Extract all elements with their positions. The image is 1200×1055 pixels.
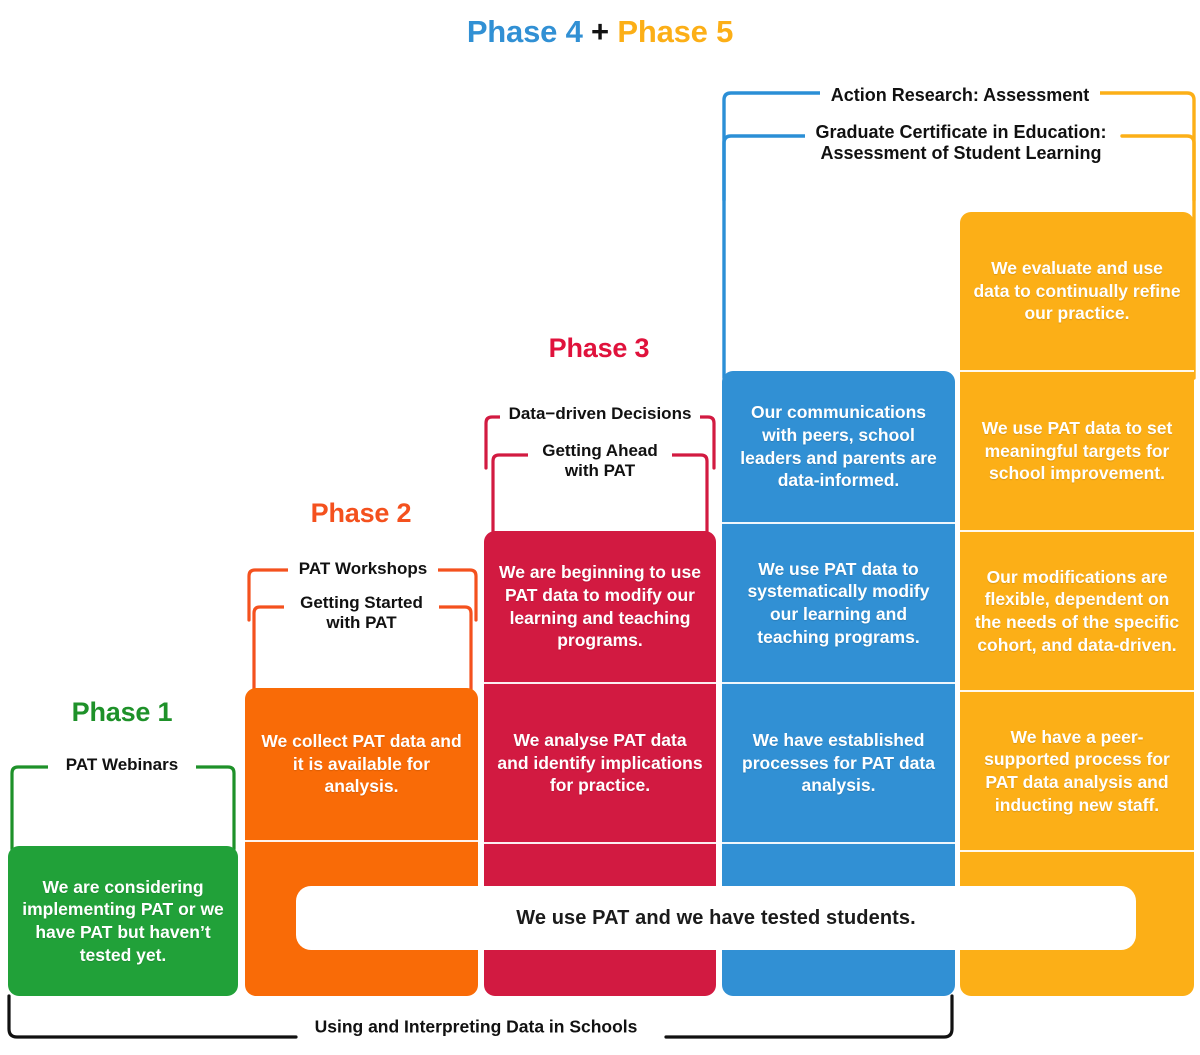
column-phase-5-yellow: We evaluate and use data to continually … <box>960 212 1194 996</box>
bracket-pat-workshops <box>245 562 480 622</box>
cell-phase5-3: Our modifications are flexible, dependen… <box>960 532 1194 690</box>
cell-phase4-2: We use PAT data to systematically modify… <box>722 524 955 682</box>
cell-phase2-1: We collect PAT data and it is available … <box>245 688 478 840</box>
banner-tested-students: We use PAT and we have tested students. <box>296 886 1136 950</box>
cell-text: We use PAT data to systematically modify… <box>747 558 930 647</box>
bracket-data-driven-decisions-label: Data−driven Decisions <box>500 404 700 425</box>
cell-phase4-3: We have established processes for PAT da… <box>722 684 955 842</box>
cell-text: Our modifications are flexible, dependen… <box>974 566 1180 655</box>
bracket-pat-workshops-label: PAT Workshops <box>288 559 438 580</box>
bracket-footer-using-interpreting <box>6 994 956 1044</box>
cell-phase5-4: We have a peer-supported process for PAT… <box>960 692 1194 850</box>
footer-label: Using and Interpreting Data in Schools <box>306 1016 646 1038</box>
bracket-action-research <box>718 88 1200 202</box>
phase-5-combo-label: Phase 5 <box>617 14 734 49</box>
phase-4-5-combined-title: Phase 4 + Phase 5 <box>466 14 734 50</box>
cell-text: We are considering implementing PAT or w… <box>22 876 224 965</box>
cell-divider <box>960 370 1194 372</box>
plus-sign: + <box>591 14 609 49</box>
cell-phase1-1: We are considering implementing PAT or w… <box>8 846 238 996</box>
cell-text: We analyse PAT data and identify implica… <box>497 729 703 796</box>
column-phase-1-green: We are considering implementing PAT or w… <box>8 846 238 996</box>
cell-divider <box>722 682 955 684</box>
phase-2-title: Phase 2 <box>310 498 412 528</box>
cell-divider <box>484 682 716 684</box>
cell-divider <box>245 840 478 842</box>
bracket-data-driven-decisions <box>482 408 718 470</box>
cell-divider <box>722 842 955 844</box>
bracket-getting-started-label: Getting Started with PAT <box>284 593 439 634</box>
bracket-pat-webinars-label: PAT Webinars <box>48 755 196 776</box>
cell-text: We are beginning to use PAT data to modi… <box>499 562 701 651</box>
bracket-action-research-label: Action Research: Assessment <box>820 85 1100 107</box>
cell-phase5-2: We use PAT data to set meaningful target… <box>960 372 1194 530</box>
cell-text: We evaluate and use data to continually … <box>973 257 1181 324</box>
cell-divider <box>484 842 716 844</box>
cell-text: We have a peer-supported process for PAT… <box>984 726 1170 815</box>
cell-phase3-2: We analyse PAT data and identify implica… <box>484 684 716 842</box>
cell-text: We use PAT data to set meaningful target… <box>981 417 1173 484</box>
cell-divider <box>960 690 1194 692</box>
bracket-graduate-certificate <box>718 128 1200 380</box>
bracket-pat-webinars <box>8 757 238 851</box>
bracket-getting-ahead <box>489 445 711 539</box>
phase-1-title: Phase 1 <box>71 697 173 727</box>
phase-4-combo-label: Phase 4 <box>466 14 583 49</box>
bracket-getting-ahead-label: Getting Ahead with PAT <box>528 441 672 482</box>
cell-text: We collect PAT data and it is available … <box>261 730 462 797</box>
cell-divider <box>722 522 955 524</box>
cell-divider <box>960 850 1194 852</box>
cell-divider <box>960 530 1194 532</box>
phase-3-title: Phase 3 <box>548 333 650 363</box>
cell-phase3-1: We are beginning to use PAT data to modi… <box>484 531 716 682</box>
cell-text: Our communications with peers, school le… <box>740 402 937 491</box>
bracket-graduate-certificate-label: Graduate Certificate in Education: Asses… <box>805 122 1117 165</box>
banner-text: We use PAT and we have tested students. <box>516 906 916 929</box>
cell-text: We have established processes for PAT da… <box>742 729 935 796</box>
cell-phase4-1: Our communications with peers, school le… <box>722 371 955 522</box>
cell-phase5-1: We evaluate and use data to continually … <box>960 212 1194 370</box>
bracket-getting-started <box>250 597 475 694</box>
